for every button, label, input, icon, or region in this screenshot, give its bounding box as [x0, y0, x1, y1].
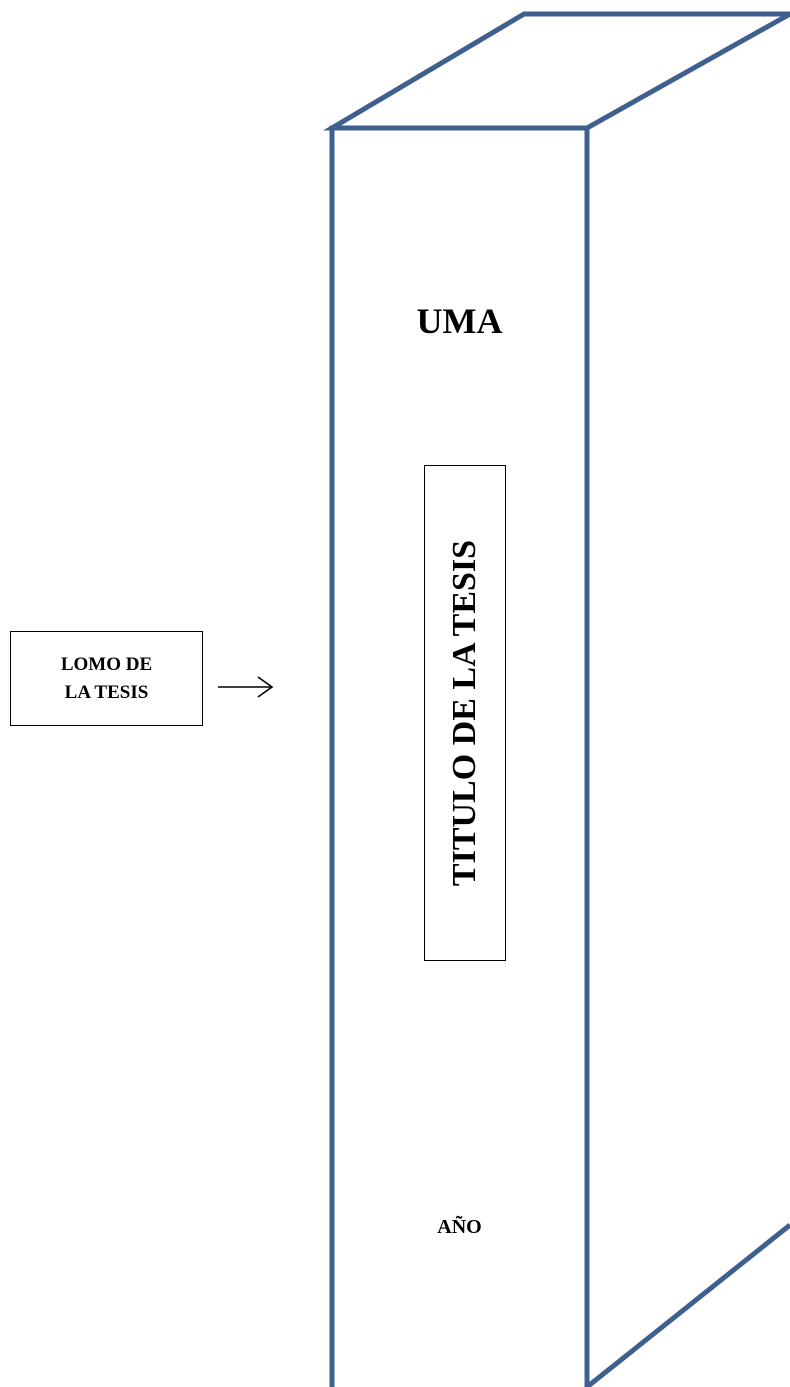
book-side-bottom-edge [585, 1223, 790, 1387]
book-top-face [322, 11, 790, 131]
callout-box: LOMO DE LA TESIS [10, 631, 203, 726]
spine-title-box: TITULO DE LA TESIS [424, 465, 506, 961]
right-arrow-icon [218, 676, 274, 698]
book-spine [329, 125, 590, 1387]
callout-line-2: LA TESIS [64, 681, 149, 703]
spine-top-label: UMA [416, 301, 503, 341]
spine-title: TITULO DE LA TESIS [446, 539, 483, 887]
spine-year-label: AÑO [437, 1216, 482, 1238]
callout-line-1: LOMO DE [60, 653, 153, 675]
